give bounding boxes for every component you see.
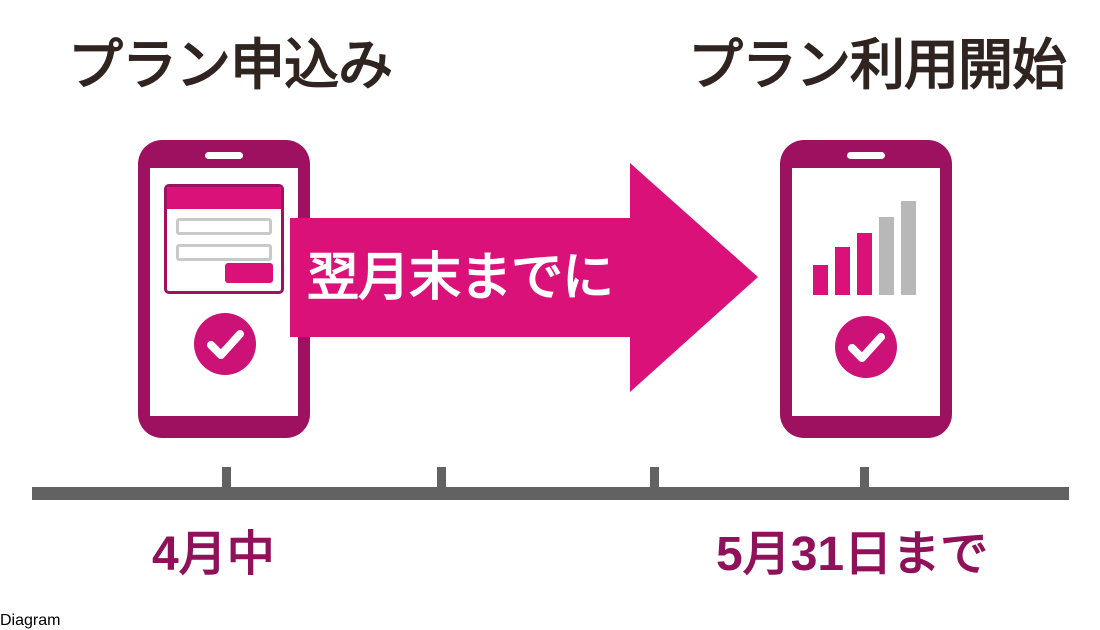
infographic-canvas: プラン申込み プラン利用開始 翌月末までに — [32, 34, 1069, 581]
signal-bars-chart — [813, 195, 921, 295]
timeline-label-start: 4月中 — [152, 528, 275, 581]
timeline-axis — [32, 487, 1069, 500]
plan-application-phone — [138, 140, 310, 438]
phone-screen — [792, 168, 940, 416]
signal-bar — [901, 201, 916, 295]
signal-bar — [857, 233, 872, 295]
form-submit-button — [225, 263, 273, 283]
timeline-tick — [222, 467, 231, 489]
phone-speaker-icon — [205, 152, 243, 159]
signal-bar — [835, 247, 850, 295]
signal-bar — [813, 265, 828, 295]
check-circle-icon — [194, 313, 256, 375]
form-input-field — [176, 218, 272, 235]
form-titlebar — [167, 187, 281, 209]
form-input-field — [176, 244, 272, 261]
timeline-tick — [650, 467, 659, 489]
signal-bar — [879, 217, 894, 295]
check-circle-icon — [835, 316, 897, 378]
timeline-tick — [860, 467, 869, 489]
timeline-label-end: 5月31日まで — [716, 528, 989, 581]
heading-plan-application: プラン申込み — [68, 34, 393, 96]
heading-plan-activation: プラン利用開始 — [688, 34, 1067, 96]
phone-speaker-icon — [847, 152, 885, 159]
phone-screen — [150, 168, 298, 416]
plan-active-phone — [780, 140, 952, 438]
transition-arrow: 翌月末までに — [290, 155, 765, 400]
timeline-tick — [437, 467, 446, 489]
arrow-label: 翌月末までに — [306, 248, 614, 307]
application-form-window — [164, 184, 284, 294]
